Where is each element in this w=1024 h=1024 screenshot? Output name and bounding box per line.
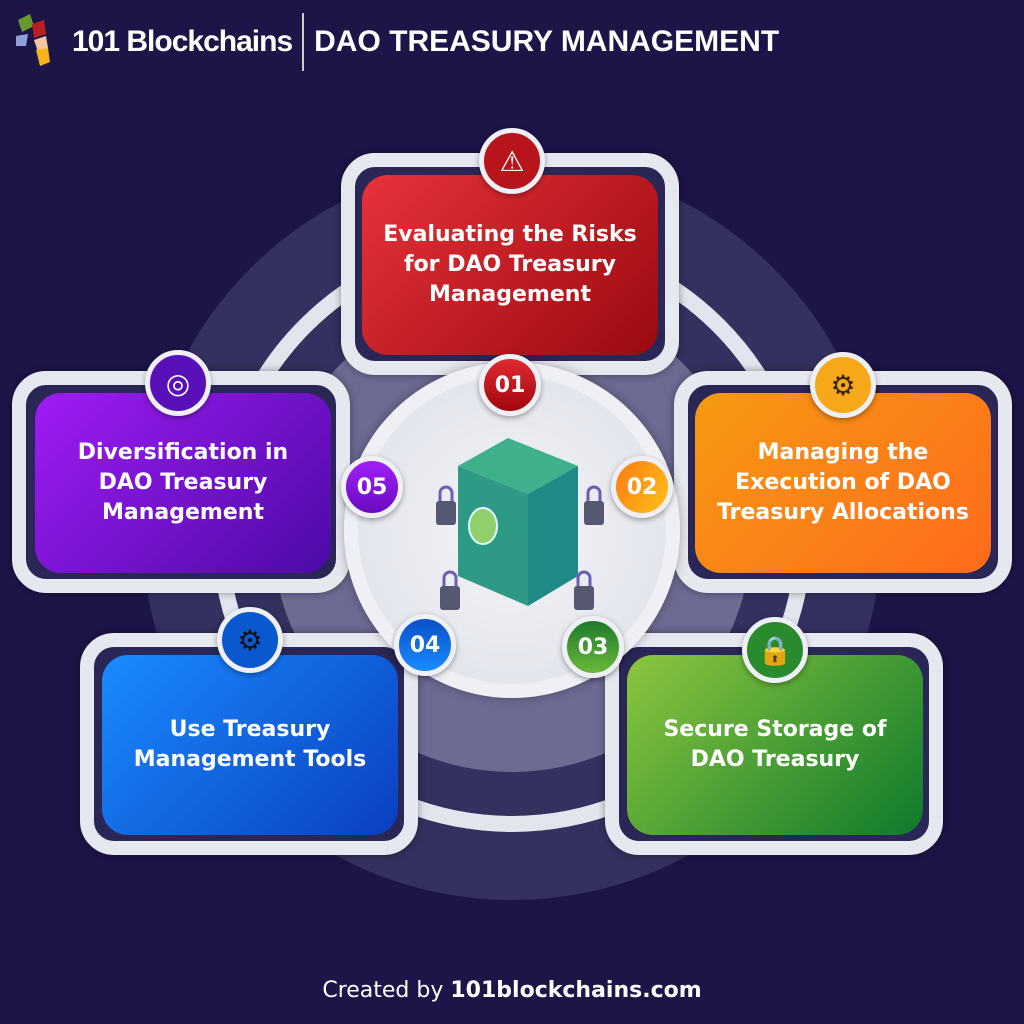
step-4-text: Use Treasury Management Tools bbox=[133, 717, 367, 772]
diversification-icon: ◎ bbox=[145, 350, 211, 416]
gear-cycle-icon: ⚙ bbox=[810, 352, 876, 418]
server-lock-icon: 🔒 bbox=[742, 617, 808, 683]
header: 101 Blockchains DAO TREASURY MANAGEMENT bbox=[12, 12, 779, 72]
step-2-number: 02 bbox=[611, 456, 673, 518]
logo-icon bbox=[16, 14, 50, 66]
step-3-number: 03 bbox=[562, 616, 624, 678]
step-5-number: 05 bbox=[341, 456, 403, 518]
step-5-card: Diversification in DAO Treasury Manageme… bbox=[35, 393, 331, 573]
step-3-text: Secure Storage of DAO Treasury bbox=[663, 717, 887, 772]
tools-gear-icon: ⚙ bbox=[217, 607, 283, 673]
step-4-number: 04 bbox=[394, 614, 456, 676]
step-1-card: Evaluating the Risks for DAO Treasury Ma… bbox=[362, 175, 658, 355]
step-5-text: Diversification in DAO Treasury Manageme… bbox=[77, 440, 289, 525]
footer-prefix: Created by bbox=[322, 978, 451, 1003]
step-4-card: Use Treasury Management Tools bbox=[102, 655, 398, 835]
page-title: DAO TREASURY MANAGEMENT bbox=[314, 25, 780, 58]
step-2-card: Managing the Execution of DAO Treasury A… bbox=[695, 393, 991, 573]
safe-icon bbox=[436, 438, 604, 610]
step-1-number: 01 bbox=[479, 354, 541, 416]
header-divider bbox=[302, 13, 305, 71]
step-3-card: Secure Storage of DAO Treasury bbox=[627, 655, 923, 835]
step-1-text: Evaluating the Risks for DAO Treasury Ma… bbox=[383, 222, 637, 307]
warning-hand-icon: ⚠ bbox=[479, 128, 545, 194]
footer-site-link[interactable]: 101blockchains.com bbox=[450, 978, 702, 1003]
step-2-text: Managing the Execution of DAO Treasury A… bbox=[717, 440, 969, 525]
footer: Created by 101blockchains.com bbox=[0, 978, 1024, 1003]
brand-name: 101 Blockchains bbox=[72, 25, 293, 58]
